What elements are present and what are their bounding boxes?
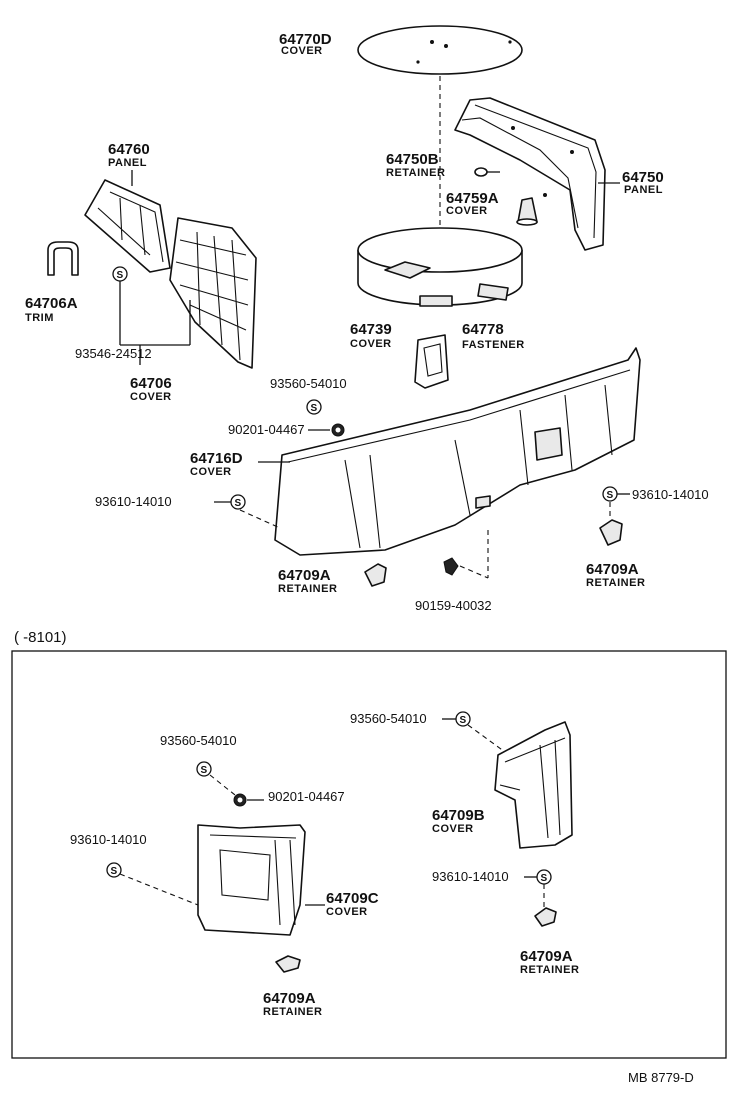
fastener-number-93610-inset-left: 93610-14010 (70, 832, 147, 847)
screw-symbol: S (196, 761, 212, 777)
screw-symbol: S (230, 494, 246, 510)
part-name-64709A-main-left: RETAINER (278, 583, 337, 595)
part-name-64716D: COVER (190, 466, 232, 478)
part-number-64709A-main-left: 64709A (278, 567, 331, 584)
part-name-64759A: COVER (446, 205, 488, 217)
part-number-64739: 64739 (350, 321, 392, 338)
part-name-64739: COVER (350, 338, 392, 350)
svg-text:S: S (607, 490, 614, 501)
side-panel-drawing (454, 97, 606, 251)
leader-line (209, 774, 236, 796)
fastener-number-90201-inset: 90201-04467 (268, 789, 345, 804)
part-number-64709B: 64709B (432, 807, 485, 824)
part-name-64709C: COVER (326, 906, 368, 918)
part-name-64709A-main-right: RETAINER (586, 577, 645, 589)
inset-frame (11, 650, 727, 1059)
part-name-64750: PANEL (624, 184, 663, 196)
fastener-number-90159: 90159-40032 (415, 598, 492, 613)
trunk-trim-drawing (274, 347, 641, 556)
svg-text:S: S (235, 498, 242, 509)
leader-line (119, 873, 199, 906)
part-name-64778: FASTENER (462, 339, 525, 351)
svg-text:S: S (111, 866, 118, 877)
retainer-left-drawing (364, 563, 387, 587)
screw-symbol: S (106, 862, 122, 878)
leader-line (459, 565, 489, 579)
part-name-64706A: TRIM (25, 312, 54, 324)
part-number-64760: 64760 (108, 141, 150, 158)
part-number-64750: 64750 (622, 169, 664, 186)
part-number-64709A-inset-right: 64709A (520, 948, 573, 965)
part-name-64709A-inset-right: RETAINER (520, 964, 579, 976)
retainer-inset-left-drawing (275, 955, 301, 973)
fastener-number-93546: 93546-24512 (75, 346, 152, 361)
leader-line (239, 509, 281, 529)
part-number-64706: 64706 (130, 375, 172, 392)
part-number-64709C: 64709C (326, 890, 379, 907)
inset-range-label: ( -8101) (14, 629, 67, 646)
retainer-right-drawing (599, 519, 623, 546)
fastener-number-93560-main: 93560-54010 (270, 376, 347, 391)
fastener-number-93560-inset-left: 93560-54010 (160, 733, 237, 748)
retainer-inset-right-drawing (534, 907, 557, 927)
part-number-64778: 64778 (462, 321, 504, 338)
leader-line (467, 724, 506, 753)
retainer-clip-drawing (474, 167, 488, 177)
screw-symbol: S (455, 711, 471, 727)
part-name-64706: COVER (130, 391, 172, 403)
svg-text:S: S (311, 403, 318, 414)
svg-text:S: S (201, 765, 208, 776)
fastener-number-90201-main: 90201-04467 (228, 422, 305, 437)
fastener-number-93610-main-right: 93610-14010 (632, 487, 709, 502)
part-number-64706A: 64706A (25, 295, 78, 312)
part-name-64770D: COVER (281, 45, 323, 57)
part-number-64759A: 64759A (446, 190, 499, 207)
screw-symbol: S (112, 266, 128, 282)
quarter-cover-c-drawing (197, 824, 306, 936)
inner-panel-drawing (84, 179, 171, 273)
part-name-64760: PANEL (108, 157, 147, 169)
cap-cover-drawing (516, 197, 538, 226)
part-number-64770D: 64770D (279, 31, 332, 48)
svg-text:S: S (460, 715, 467, 726)
part-number-64750B: 64750B (386, 151, 439, 168)
grid-cover-drawing (169, 217, 257, 369)
screw-symbol: S (602, 486, 618, 502)
push-clip-drawing (443, 557, 459, 576)
trim-clip-drawing (47, 241, 79, 276)
screw-symbol: S (306, 399, 322, 415)
part-number-64709A-main-right: 64709A (586, 561, 639, 578)
fastener-number-93610-inset-right: 93610-14010 (432, 869, 509, 884)
spare-tire-drawing (357, 227, 523, 307)
part-number-64709A-inset-left: 64709A (263, 990, 316, 1007)
part-number-64716D: 64716D (190, 450, 243, 467)
small-cover-drawing (414, 334, 449, 389)
part-name-64709B: COVER (432, 823, 474, 835)
cover-disc-drawing (357, 25, 523, 75)
quarter-cover-b-drawing (494, 721, 573, 849)
fastener-number-93610-main-left: 93610-14010 (95, 494, 172, 509)
part-name-64709A-inset-left: RETAINER (263, 1006, 322, 1018)
nut-drawing (331, 423, 345, 437)
screw-symbol: S (536, 869, 552, 885)
part-name-64750B: RETAINER (386, 167, 445, 179)
diagram-code: MB 8779-D (628, 1070, 694, 1085)
svg-text:S: S (117, 270, 124, 281)
fastener-number-93560-inset-right: 93560-54010 (350, 711, 427, 726)
svg-text:S: S (541, 873, 548, 884)
nut-drawing (233, 793, 247, 807)
